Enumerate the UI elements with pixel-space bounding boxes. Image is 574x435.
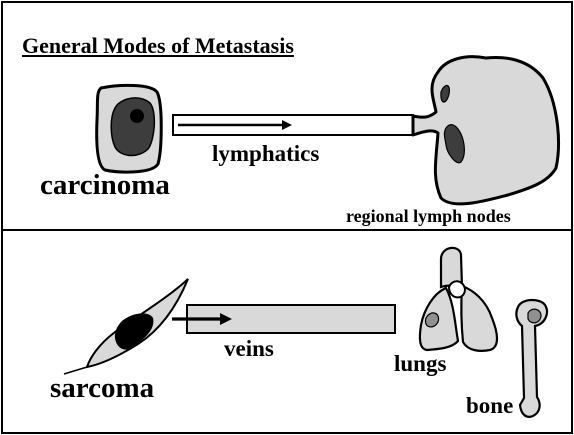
vein-channel: [172, 305, 395, 333]
regional-lymph-nodes-label: regional lymph nodes: [346, 207, 511, 225]
lymphatic-channel: [173, 115, 413, 135]
diagram-title: General Modes of Metastasis: [22, 35, 294, 57]
lymphatics-label: lymphatics: [212, 142, 319, 165]
carcinoma-label: carcinoma: [40, 171, 170, 200]
veins-label: veins: [224, 337, 274, 360]
lymph-node-icon: [413, 57, 558, 204]
bone-label: bone: [466, 394, 513, 417]
sarcoma-label: sarcoma: [50, 374, 154, 403]
lungs-label: lungs: [394, 352, 446, 375]
carcinoma-cell-icon: [97, 85, 162, 172]
